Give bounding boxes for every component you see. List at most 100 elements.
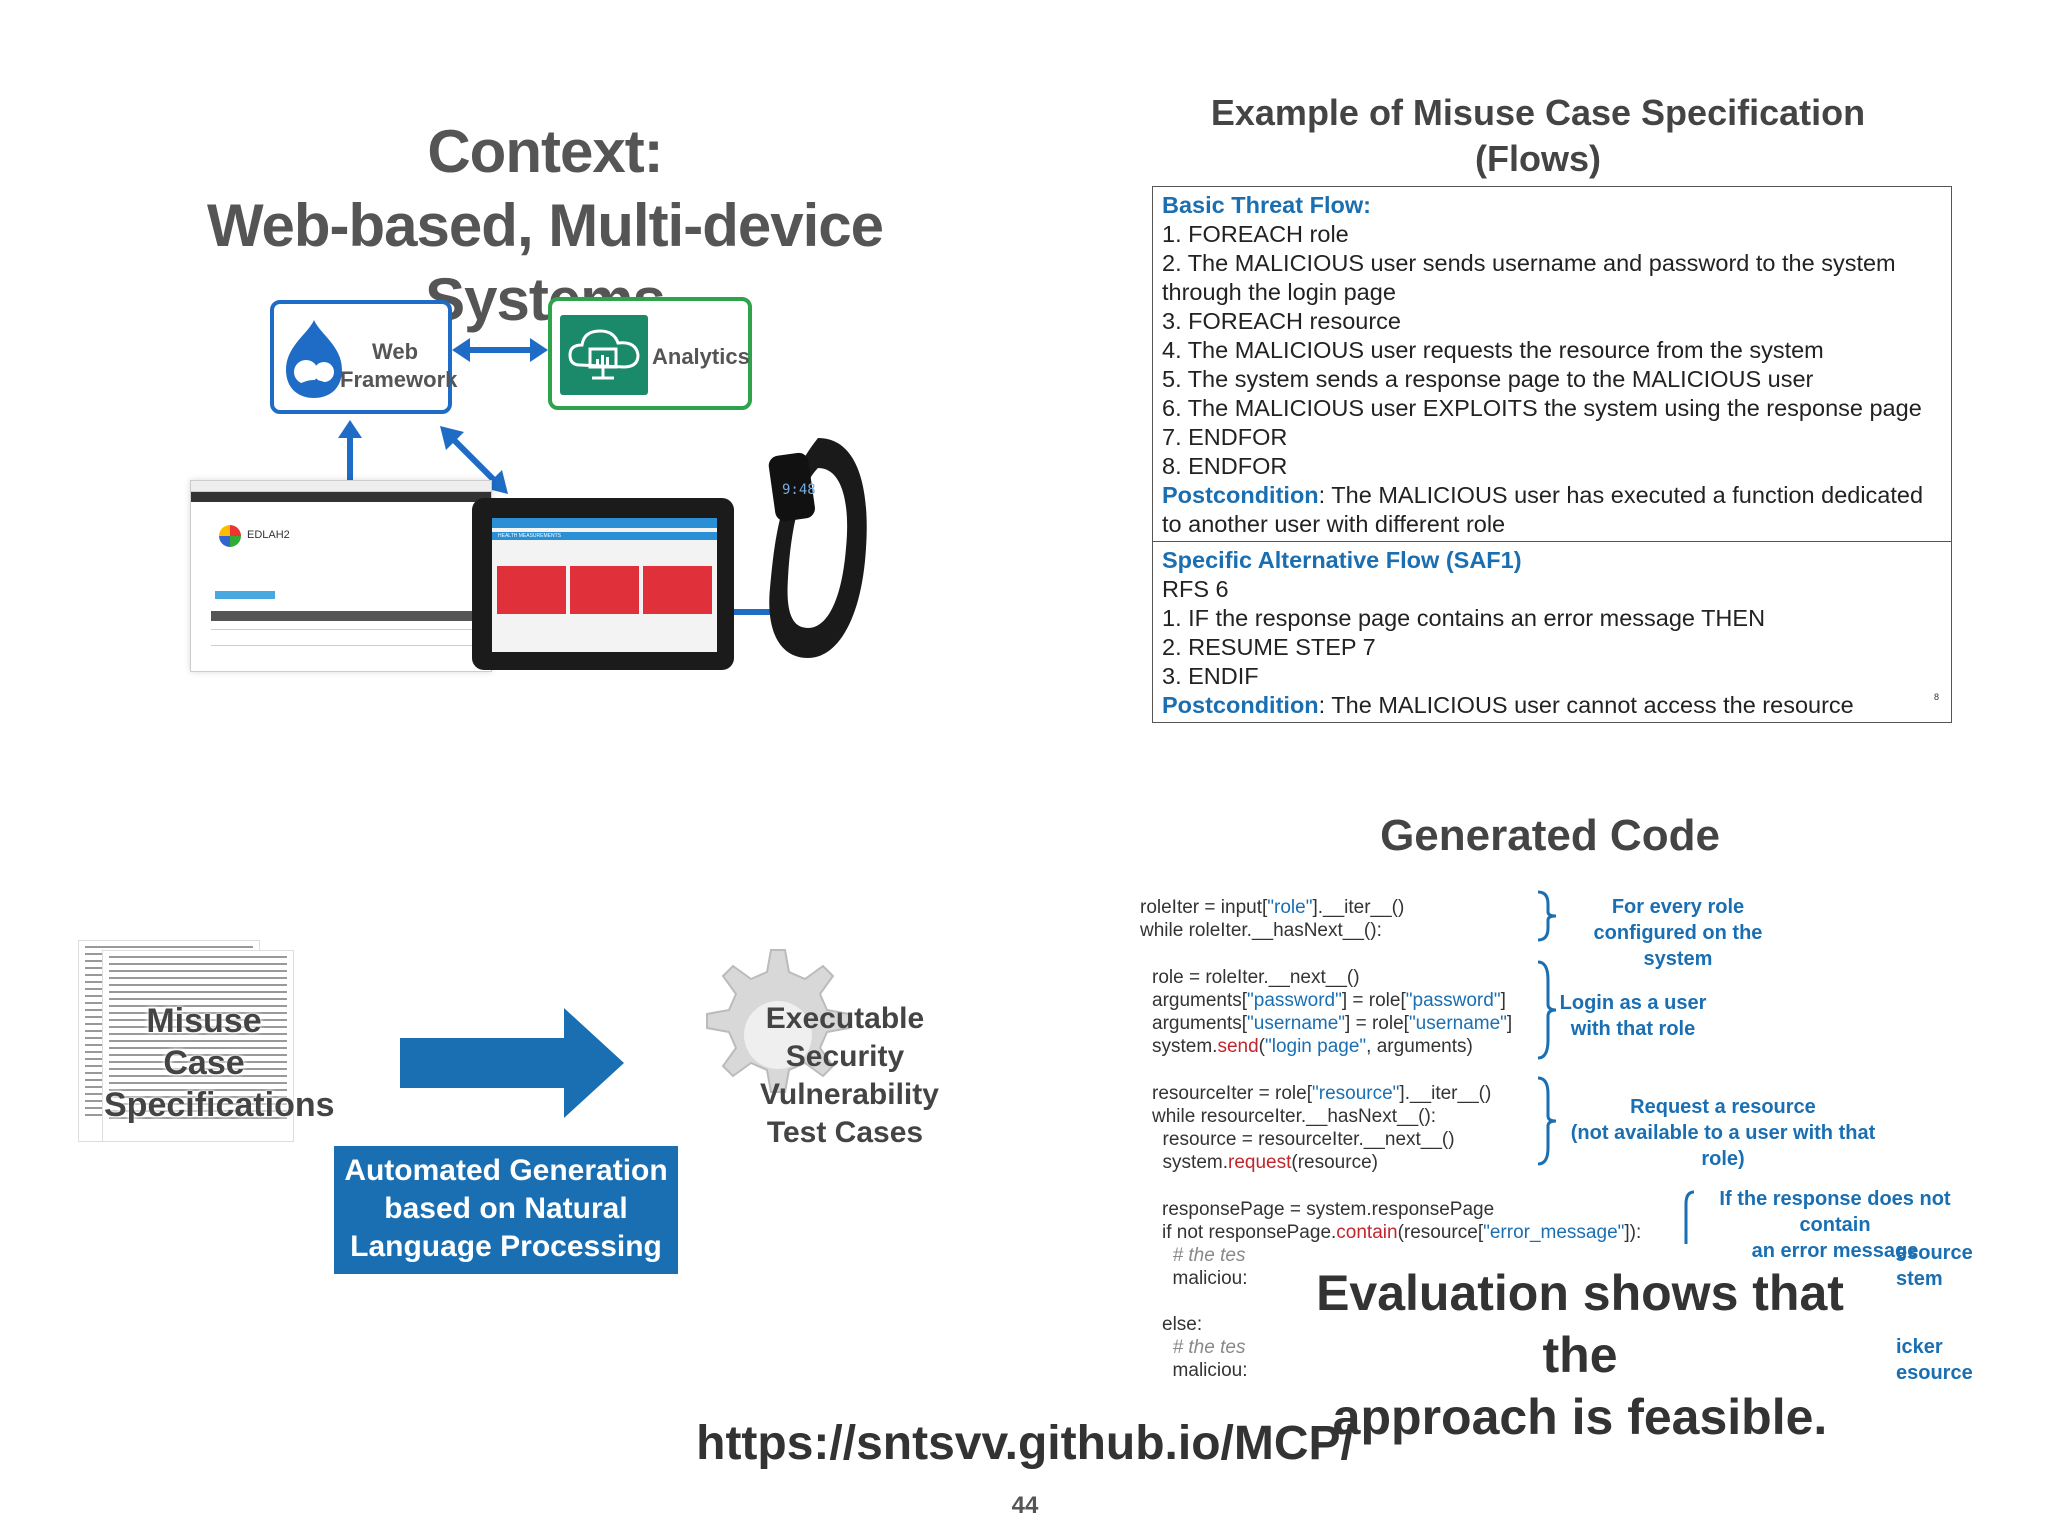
exec-label-line3: Vulnerability [760,1078,939,1111]
annotation-line: If the response does not contain [1719,1188,1951,1236]
tablet-device: HEALTH MEASUREMENTS [472,498,734,670]
auto-label-line1: Automated Generation [344,1154,668,1187]
context-title-line2: Web-based, Multi-device Systems [206,192,884,333]
auto-label-line2: based on Natural [384,1192,628,1225]
spec-title-line2: (Flows) [1475,138,1601,179]
context-title-line1: Context: [427,118,663,185]
automated-generation-label: Automated Generation based on Natural La… [334,1152,678,1266]
diagonal-arrow-icon [440,426,508,494]
exec-label-line2: Security [785,1040,905,1073]
bidirectional-arrow-icon [452,338,548,362]
basic-step-3: 3. FOREACH resource [1162,308,1401,334]
annotation-line: configured on the system [1593,922,1763,970]
analytics-label: Analytics [652,344,750,369]
saf-step-1: 1. IF the response page contains an erro… [1162,605,1766,631]
executable-tests-label: Executable Security Vulnerability Test C… [760,1000,939,1152]
auto-label-line3: Language Processing [350,1230,662,1263]
misuse-label-line2: Case [163,1044,245,1082]
code-block-1: roleIter = input["role"].__iter__() whil… [1140,897,1405,941]
annotation-line: icker [1896,1336,1943,1358]
annotation-line: Login as a user [1559,992,1707,1014]
browser-screenshot: EDLAH2 [190,480,492,672]
basic-step-8: 8. ENDFOR [1162,453,1288,479]
tablet-header: HEALTH MEASUREMENTS [492,532,717,540]
brace-icon [1537,1076,1557,1166]
context-title: Context: Web-based, Multi-device Systems [100,115,990,337]
misuse-case-spec-table: Basic Threat Flow: 1. FOREACH role 2. Th… [1152,186,1952,723]
annotation-line: For every role [1611,896,1745,918]
annotation-line: (not available to a user with that role) [1570,1122,1876,1170]
spec-title: Example of Misuse Case Specification (Fl… [1148,90,1928,182]
web-framework-box: Web Framework [270,300,458,414]
saf-heading: Specific Alternative Flow (SAF1) [1162,547,1522,573]
evaluation-text: Evaluation shows that the approach is fe… [1300,1262,1860,1448]
annotation-line: esource [1896,1242,1973,1264]
annotation-partial-1: esource stem [1896,1240,1986,1292]
basic-step-7: 7. ENDFOR [1162,424,1288,450]
code-block-3: resourceIter = role["resource"].__iter__… [1152,1083,1492,1173]
annotation-login: Login as a user with that role [1558,990,1708,1042]
watch-time: 9:48 [782,482,816,498]
annotation-line: an error message [1751,1240,1919,1262]
basic-threat-flow-cell: Basic Threat Flow: 1. FOREACH role 2. Th… [1153,187,1951,541]
edlah-logo-icon [219,525,241,547]
basic-step-1: 1. FOREACH role [1162,221,1349,247]
cloud-analytics-icon [560,315,648,395]
tablet-screen: HEALTH MEASUREMENTS [492,518,717,652]
fitness-band-icon: 9:48 [768,438,867,658]
misuse-label-line3: Specifications [104,1086,335,1124]
evaluation-line1: Evaluation shows that the [1316,1265,1844,1383]
annotation-partial-2: icker esource [1896,1334,1986,1386]
brace-icon [1537,960,1557,1060]
slide-number: 44 [1011,1492,1039,1519]
spec-title-line1: Example of Misuse Case Specification [1210,92,1866,133]
evaluation-line2: approach is feasible. [1332,1389,1828,1445]
gear-icon [706,949,850,1093]
right-arrow-icon [400,1008,624,1118]
analytics-box: Analytics [548,297,752,410]
drupal-icon [286,320,342,398]
brace-icon [1684,1190,1695,1244]
generated-code-title: Generated Code [1380,811,1720,860]
annotation-line: stem [1896,1268,1943,1290]
annotation-every-role: For every role configured on the system [1558,894,1798,972]
saf-cell: Specific Alternative Flow (SAF1) RFS 6 1… [1153,541,1951,722]
automated-generation-box [334,1146,678,1274]
basic-step-2: 2. The MALICIOUS user sends username and… [1162,250,1896,305]
saf-step-2: 2. RESUME STEP 7 [1162,634,1376,660]
misuse-case-label: Misuse Case Specifications [104,1000,335,1126]
annotation-no-error: If the response does not contain an erro… [1690,1186,1980,1264]
web-label-line1: Web [371,339,419,364]
postcondition-label: Postcondition [1162,692,1319,718]
web-label: Web Framework [340,338,458,394]
postcondition-label: Postcondition [1162,482,1319,508]
small-page-number: 8 [1933,692,1939,702]
exec-label-line1: Executable [765,1002,925,1035]
browser-app-name: EDLAH2 [247,529,290,541]
tile-blood-pressure[interactable] [570,566,639,614]
annotation-line: Request a resource [1630,1096,1816,1118]
basic-threat-flow-heading: Basic Threat Flow: [1162,192,1371,218]
exec-label-line4: Test Cases [766,1116,924,1149]
basic-step-6: 6. The MALICIOUS user EXPLOITS the syste… [1162,395,1922,421]
basic-step-4: 4. The MALICIOUS user requests the resou… [1162,337,1824,363]
tile-weight[interactable] [497,566,566,614]
saf-step-3: 3. ENDIF [1162,663,1259,689]
annotation-request-resource: Request a resource (not available to a u… [1558,1094,1888,1172]
basic-step-5: 5. The system sends a response page to t… [1162,366,1814,392]
postcondition-text: : The MALICIOUS user cannot access the r… [1318,692,1854,718]
tile-walking[interactable] [643,566,712,614]
code-block-2: role = roleIter.__next__() arguments["pa… [1152,967,1513,1057]
project-url-link[interactable]: https://sntsvv.github.io/MCP/ [696,1417,1354,1470]
brace-icon [1537,890,1557,942]
annotation-line: with that role [1570,1018,1696,1040]
misuse-label-line1: Misuse [146,1002,262,1040]
document-stack-icon [78,940,308,1142]
postcondition-text: : The MALICIOUS user has executed a func… [1162,482,1924,537]
web-label-line2: Framework [340,367,458,392]
annotation-line: esource [1896,1362,1973,1384]
basic-postcondition: Postcondition: The MALICIOUS user has ex… [1162,481,1943,539]
saf-step-0: RFS 6 [1162,576,1229,602]
code-block-4: responsePage = system.responsePage if no… [1162,1199,1642,1381]
saf-postcondition: Postcondition: The MALICIOUS user cannot… [1162,691,1943,720]
